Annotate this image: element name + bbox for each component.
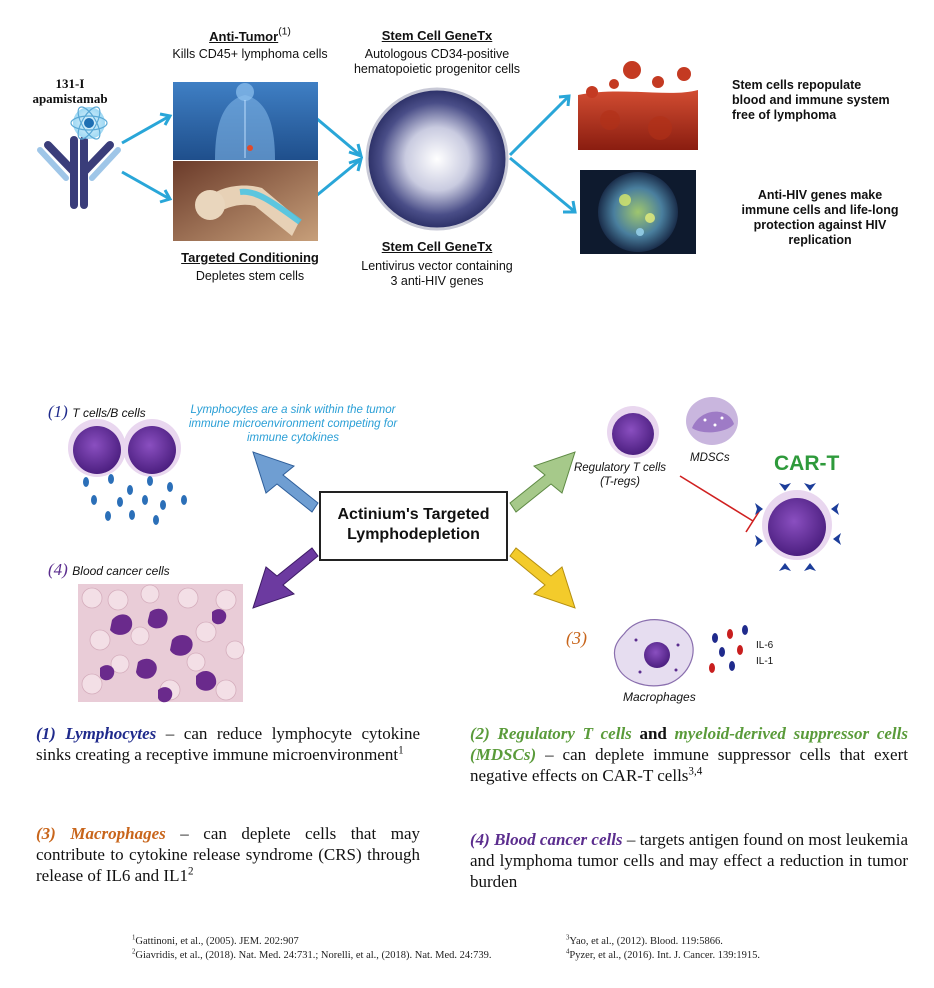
desc-lymphocytes-sup: 1 [398, 744, 404, 757]
desc-blood-cancer-head: (4) Blood cancer cells [470, 830, 623, 849]
desc-tregs-head-a: (2) Regulatory T cells [470, 724, 632, 743]
il6-label: IL-6 [756, 640, 774, 651]
desc-macrophages-sup: 2 [187, 865, 194, 878]
reference-4-text: Pyzer, et al., (2016). Int. J. Cancer. 1… [569, 950, 760, 961]
cytokine-dots [83, 474, 187, 525]
mdsc-label: MDSCs [690, 452, 730, 464]
desc-tregs-and: and [631, 724, 675, 743]
q1-label: T cells/B cells [72, 406, 146, 420]
arrow-to-macrophages [509, 547, 576, 609]
lymphocyte-cells [68, 419, 181, 477]
desc-tregs: (2) Regulatory T cells and myeloid-deriv… [470, 723, 908, 786]
car-t-cell [755, 483, 841, 571]
outcome-text-1: Stem cells repopulate blood and immune s… [732, 78, 890, 122]
anti-tumor-sup: (1) [278, 26, 291, 38]
desc-lymphocytes: (1) Lymphocytes – can reduce lymphocyte … [36, 723, 420, 765]
drug-label: 131-I apamistamab [32, 76, 108, 106]
antibody-icon [37, 136, 121, 209]
center-label: Actinium's Targeted Lymphodepletion [337, 506, 490, 543]
reference-2-sup: 2 [132, 948, 136, 956]
interleukin-dots [709, 625, 748, 673]
reference-3: 3Yao, et al., (2012). Blood. 119:5866. [566, 935, 866, 949]
anti-tumor-text: Kills CD45+ lymphoma cells [172, 47, 328, 61]
macrophage-label: Macrophages [623, 690, 696, 704]
macrophage-cell [613, 619, 694, 687]
conditioning-text: Depletes stem cells [195, 269, 305, 283]
reference-3-sup: 3 [566, 934, 570, 942]
mdsc-cell [686, 397, 738, 445]
arrow-to-blood-cancer [252, 547, 319, 609]
top-flow-arrows [121, 94, 577, 214]
il1-label: IL-1 [756, 656, 774, 667]
desc-lymphocytes-body: – can reduce lymphocyte cytokine sinks c… [36, 724, 420, 764]
desc-lymphocytes-head: (1) Lymphocytes [36, 724, 157, 743]
q1-heading: (1) T cells/B cells [48, 402, 248, 422]
desc-tregs-body: – can deplete immune suppressor cells th… [470, 745, 908, 785]
desc-macrophages: (3) Macrophages – can deplete cells that… [36, 823, 420, 886]
inhibition-line [679, 475, 761, 533]
desc-blood-cancer: (4) Blood cancer cells – targets antigen… [470, 829, 908, 892]
center-box [319, 491, 508, 561]
treg-cell [607, 406, 659, 458]
reference-4: 4Pyzer, et al., (2016). Int. J. Cancer. … [566, 949, 866, 963]
q4-number: (4) [48, 560, 68, 579]
desc-macrophages-body: – can deplete cells that may contribute … [36, 824, 420, 885]
outcome-text-2: Anti-HIV genes make immune cells and lif… [741, 188, 899, 247]
anti-tumor-image [173, 82, 318, 160]
anti-tumor-title: Anti-Tumor [209, 29, 279, 44]
desc-macrophages-head: (3) Macrophages [36, 824, 166, 843]
reference-1-text: Gattinoni, et al., (2005). JEM. 202:907 [135, 936, 299, 947]
q1-note: Lymphocytes are a sink within the tumor … [188, 404, 398, 444]
q4-label: Blood cancer cells [72, 564, 170, 578]
q4-heading: (4) Blood cancer cells [48, 560, 268, 580]
reference-1-sup: 1 [132, 934, 136, 942]
arrow-to-tregs [509, 451, 576, 513]
conditioning-image [173, 161, 318, 241]
desc-tregs-head-b: myeloid-derived suppressor cells (MDSCs) [470, 724, 908, 764]
stem-cell-text-2: Lentivirus vector containing 3 anti-HIV … [361, 259, 513, 288]
stem-cell-image [365, 87, 509, 231]
reference-2: 2Giavridis, et al., (2018). Nat. Med. 24… [132, 949, 562, 963]
reference-2-text: Giavridis, et al., (2018). Nat. Med. 24:… [135, 950, 492, 961]
q1-number: (1) [48, 402, 68, 421]
stem-cell-text-1: Autologous CD34-positive hematopoietic p… [353, 47, 521, 76]
stem-cell-title-1: Stem Cell GeneTx [381, 28, 493, 43]
blood-smear-image [78, 584, 245, 703]
atom-icon [70, 106, 108, 140]
reference-4-sup: 4 [566, 948, 570, 956]
conditioning-title: Targeted Conditioning [181, 250, 319, 265]
reference-1: 1Gattinoni, et al., (2005). JEM. 202:907 [132, 935, 552, 949]
q3-number: (3) [566, 628, 587, 648]
car-t-label: CAR-T [774, 452, 840, 475]
anti-tumor-heading: Anti-Tumor(1) [160, 26, 340, 46]
desc-blood-cancer-body: – targets antigen found on most leukemia… [470, 830, 908, 891]
stem-cell-title-2: Stem Cell GeneTx [381, 239, 493, 254]
arrow-to-lymphocytes [252, 451, 319, 513]
desc-tregs-sup: 3,4 [688, 765, 703, 778]
immune-cell-image [580, 170, 696, 254]
treg-label: Regulatory T cells (T-regs) [573, 462, 667, 488]
blood-cells-image [578, 61, 698, 150]
reference-3-text: Yao, et al., (2012). Blood. 119:5866. [569, 936, 723, 947]
